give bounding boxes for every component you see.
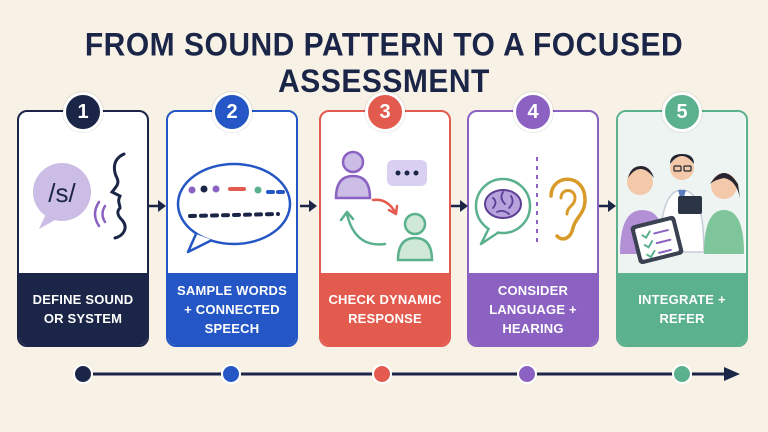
page-title: FROM SOUND PATTERN TO A FOCUSED ASSESSME… xyxy=(84,27,684,100)
timeline-dot-4 xyxy=(517,364,537,384)
arrow-right-icon xyxy=(599,200,616,212)
timeline-dot-2 xyxy=(221,364,241,384)
step-label-1: DEFINE SOUND OR SYSTEM xyxy=(19,273,147,345)
step-number-3: 3 xyxy=(365,92,405,132)
step-label-3: CHECK DYNAMIC RESPONSE xyxy=(321,273,449,345)
speech-profile-icon: /s/ xyxy=(33,152,127,240)
step-card-3: CHECK DYNAMIC RESPONSE xyxy=(319,110,451,347)
step-number-5: 5 xyxy=(662,92,702,132)
step-card-4: CONSIDER LANGUAGE + HEARING xyxy=(467,110,599,347)
step-card-1: /s/ DEFINE SOUND OR SYSTEM xyxy=(17,110,149,347)
two-people-feedback-icon xyxy=(334,150,434,262)
timeline-arrow-icon xyxy=(724,367,740,381)
step-label-5: INTEGRATE + REFER xyxy=(618,273,746,345)
sound-symbol: /s/ xyxy=(48,178,76,208)
step-label-2: SAMPLE WORDS + CONNECTED SPEECH xyxy=(168,273,296,345)
step-card-2: SAMPLE WORDS + CONNECTED SPEECH xyxy=(166,110,298,347)
step-card-5: INTEGRATE + REFER xyxy=(616,110,748,347)
brain-and-ear-icon xyxy=(474,157,587,247)
arrow-right-icon xyxy=(300,200,317,212)
timeline-dot-5 xyxy=(672,364,692,384)
step-number-2: 2 xyxy=(212,92,252,132)
timeline-dot-3 xyxy=(372,364,392,384)
step-label-4: CONSIDER LANGUAGE + HEARING xyxy=(469,273,597,345)
step-number-1: 1 xyxy=(63,92,103,132)
team-clipboard-icon xyxy=(618,112,745,277)
timeline-dot-1 xyxy=(73,364,93,384)
speech-bubble-dots-icon xyxy=(176,162,292,254)
timeline xyxy=(73,364,740,384)
arrow-right-icon xyxy=(149,200,166,212)
arrow-right-icon xyxy=(451,200,468,212)
step-number-4: 4 xyxy=(513,92,553,132)
